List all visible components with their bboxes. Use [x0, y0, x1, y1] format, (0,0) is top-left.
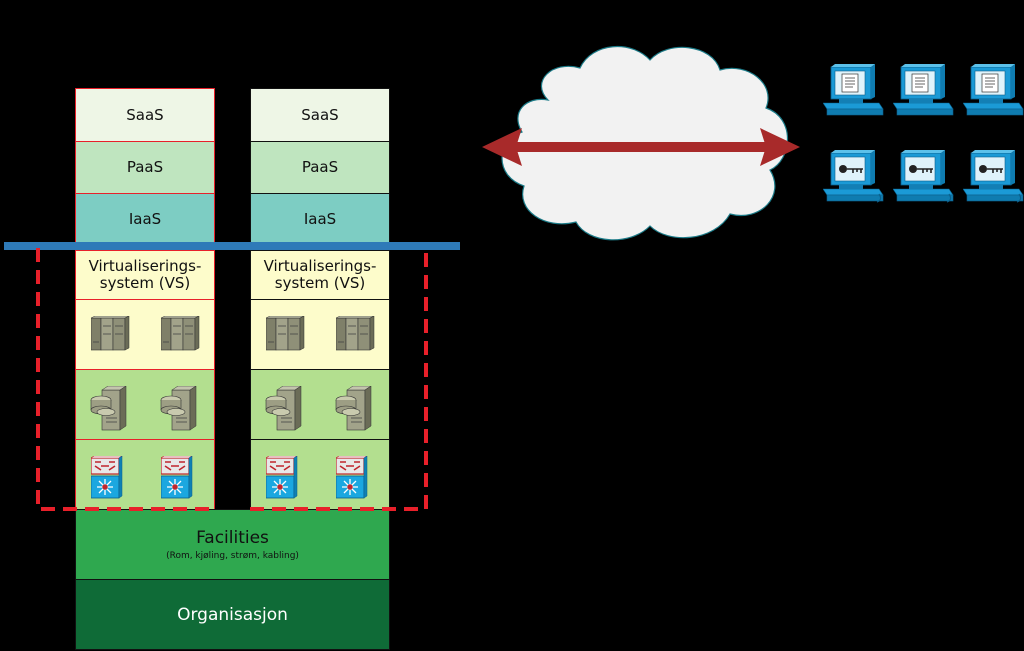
computer-key-icon	[823, 150, 884, 203]
right-vs-line2: system (VS)	[274, 274, 366, 292]
facilities-title: Facilities	[196, 528, 269, 548]
facilities-subtitle: (Rom, kjøling, strøm, kabling)	[166, 551, 299, 561]
computer-key-icon	[963, 150, 1024, 203]
computer-document-icon	[893, 64, 954, 116]
facilities-layer: Facilities (Rom, kjøling, strøm, kabling…	[75, 509, 390, 580]
arrow-head-right	[760, 128, 800, 166]
right-paas-label: PaaS	[301, 158, 339, 176]
computer-document-icon	[963, 64, 1024, 116]
left-iaas-layer: IaaS	[75, 193, 215, 246]
left-iaas-label: IaaS	[128, 210, 162, 228]
left-dashed-boundary	[36, 248, 215, 511]
organisation-layer: Organisasjon	[75, 579, 390, 650]
organisation-label: Organisasjon	[177, 604, 288, 625]
computer-key-icon	[893, 150, 954, 203]
right-vs-layer: Virtualiserings- system (VS)	[250, 250, 390, 300]
left-vs-line1: Virtualiserings-	[88, 257, 202, 275]
right-paas-layer: PaaS	[250, 141, 390, 194]
right-dashed-boundary	[250, 248, 428, 511]
left-saas-label: SaaS	[126, 105, 164, 124]
computer-document-icon	[823, 64, 884, 116]
right-iaas-layer: IaaS	[250, 193, 390, 246]
right-saas-layer: SaaS	[250, 88, 390, 142]
right-iaas-label: IaaS	[303, 210, 337, 228]
right-vs-line1: Virtualiserings-	[263, 257, 377, 275]
left-vs-line2: system (VS)	[99, 274, 191, 292]
left-saas-layer: SaaS	[75, 88, 215, 142]
arrow-head-left	[482, 128, 522, 166]
right-saas-label: SaaS	[301, 105, 339, 124]
left-paas-label: PaaS	[126, 158, 164, 176]
